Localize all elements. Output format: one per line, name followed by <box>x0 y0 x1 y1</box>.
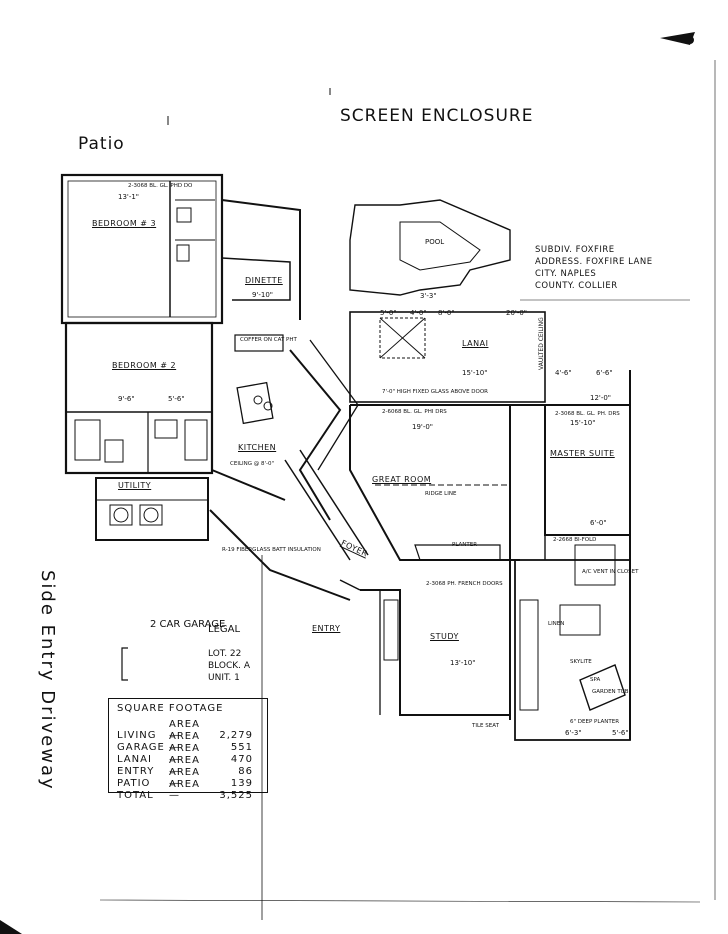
note-sliding-door-1: 2-3068 BL. GL. PHD DO <box>128 183 193 189</box>
dim-patio-a: 3'-3" <box>420 292 437 300</box>
room-kitchen: KITCHEN <box>238 443 277 452</box>
address-text: ADDRESS. FOXFIRE LANE <box>535 257 653 267</box>
garage-label: 2 CAR GARAGE <box>150 619 226 630</box>
room-entry: ENTRY <box>312 624 341 633</box>
side-entry-driveway-label: Side Entry Driveway <box>37 570 58 791</box>
bedroom3-walls <box>60 173 224 325</box>
unit-text: UNIT. 1 <box>208 673 240 683</box>
note-ac-vent: A/C VENT IN CLOSET <box>582 569 639 575</box>
room-lanai: LANAI <box>462 339 489 348</box>
lanai-walls <box>349 311 546 403</box>
dim-study: 13'-10" <box>450 659 476 667</box>
block-text: BLOCK. A <box>208 661 251 671</box>
note-garden-tub: GARDEN TUB <box>592 689 629 695</box>
screen-enclosure-label: SCREEN ENCLOSURE <box>340 106 534 126</box>
utility-walls <box>95 477 209 541</box>
dim-lanai-top: 20'-0" <box>506 309 528 317</box>
note-skylite: SKYLITE <box>570 659 592 665</box>
planter-label: PLANTER <box>452 542 478 548</box>
room-bedroom2: BEDROOM # 2 <box>112 361 177 370</box>
dim-great-room: 19'-0" <box>412 423 434 431</box>
note-slider-lanai2: 2-6068 BL. GL. PHI DRS <box>382 409 447 415</box>
sqft-row-total: TOTALAREA —3,525 <box>117 779 253 801</box>
room-bedroom3: BEDROOM # 3 <box>92 219 157 228</box>
note-slider-lanai: 7'-0" HIGH FIXED GLASS ABOVE DOOR <box>382 389 489 395</box>
note-vaulted: VAULTED CEILING <box>538 317 545 370</box>
dim-master-c: 4'-6" <box>555 369 572 377</box>
dim-lanai-length: 15'-10" <box>462 369 488 377</box>
note-tile-seat: TILE SEAT <box>472 723 499 729</box>
sqft-row-patio: PATIOAREA —139 <box>117 767 253 789</box>
square-footage-title: SQUARE FOOTAGE <box>117 703 224 714</box>
sqft-row-lanai: LANAIAREA —470 <box>117 743 253 765</box>
dim-dinette: 9'-10" <box>252 291 274 299</box>
dim-6-3: 6'-3" <box>565 729 582 737</box>
note-bifold: 2-2668 BI-FOLD <box>553 537 597 543</box>
note-french-doors: 2-3068 PH. FRENCH DOORS <box>426 581 503 587</box>
patio-label: Patio <box>78 134 125 154</box>
bedroom2-walls <box>64 321 214 475</box>
county-text: COUNTY. COLLIER <box>535 281 618 291</box>
dim-bedroom3: 13'-1" <box>118 193 140 201</box>
city-text: CITY. NAPLES <box>535 269 597 279</box>
dim-8-0: 8'-0" <box>438 309 455 317</box>
room-utility: UTILITY <box>118 481 152 490</box>
pool-outline <box>349 199 511 296</box>
dim-bedroom2-b: 5'-6" <box>168 395 185 403</box>
dim-master-b: 6'-0" <box>590 519 607 527</box>
sqft-row-garage: GARAGEAREA —551 <box>117 731 253 753</box>
dim-bedroom2-a: 9'-6" <box>118 395 135 403</box>
note-deep-planter: 6" DEEP PLANTER <box>570 719 620 725</box>
note-ridge-line: RIDGE LINE <box>425 491 457 497</box>
room-study: STUDY <box>430 632 459 641</box>
dim-12-0: 12'-0" <box>590 394 612 402</box>
dim-5-6: 5'-6" <box>612 729 629 737</box>
room-great-room: GREAT ROOM <box>372 475 432 484</box>
note-coffer: COFFER ON CAT PHT <box>240 337 297 343</box>
sqft-row-living: LIVINGAREA —2,279 <box>117 719 253 741</box>
lot-text: LOT. 22 <box>208 649 242 659</box>
square-footage-box: SQUARE FOOTAGE LIVINGAREA —2,279 GARAGEA… <box>108 698 268 801</box>
pool-label: POOL <box>425 238 445 246</box>
note-ceiling: CEILING @ 8'-0" <box>230 461 275 467</box>
note-spa: SPA <box>590 677 601 683</box>
room-dinette: DINETTE <box>245 276 283 285</box>
note-batt: R-19 FIBERGLASS BATT INSULATION <box>222 547 321 553</box>
room-master-suite: MASTER SUITE <box>550 449 615 458</box>
dim-5-0: 5'-0" <box>380 309 397 317</box>
note-sliding-door-2: 2-3068 BL. GL. PH. DRS <box>555 411 620 417</box>
sqft-row-entry: ENTRYAREA —86 <box>117 755 253 777</box>
legal-label: LEGAL <box>208 624 241 635</box>
dim-6-6: 6'-6" <box>596 369 613 377</box>
subdivision-text: SUBDIV. FOXFIRE <box>535 245 615 255</box>
dim-4-0: 4'-0" <box>410 309 427 317</box>
note-linen: LINEN <box>548 621 565 627</box>
dim-master: 15'-10" <box>570 419 596 427</box>
